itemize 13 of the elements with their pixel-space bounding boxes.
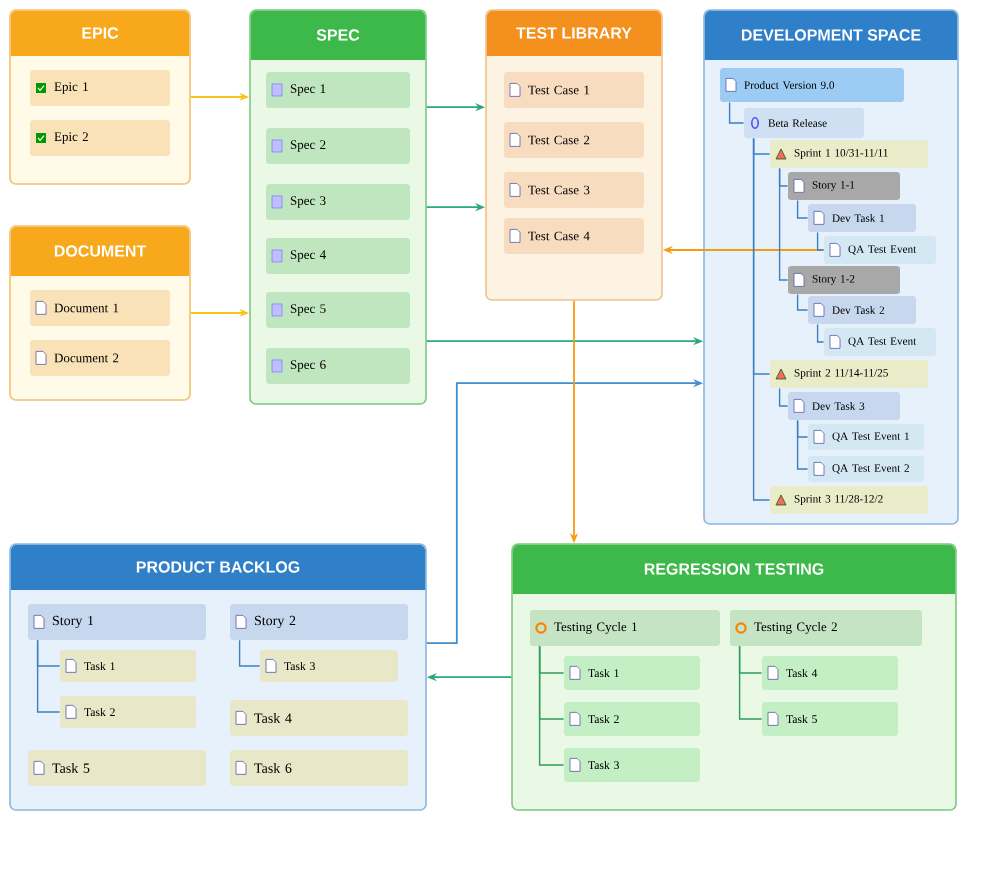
tree-line — [738, 645, 763, 720]
tree-line — [816, 323, 825, 343]
tree-line — [36, 639, 61, 713]
tree-line — [778, 167, 789, 281]
tree-line — [752, 137, 771, 501]
tree-line — [238, 639, 261, 667]
tree-line — [538, 645, 565, 766]
tree-line — [796, 293, 809, 311]
tree-line — [816, 231, 825, 251]
tree-line — [728, 101, 745, 124]
tree-line — [796, 199, 809, 219]
tree-line — [796, 419, 809, 470]
tree-line — [778, 387, 789, 407]
